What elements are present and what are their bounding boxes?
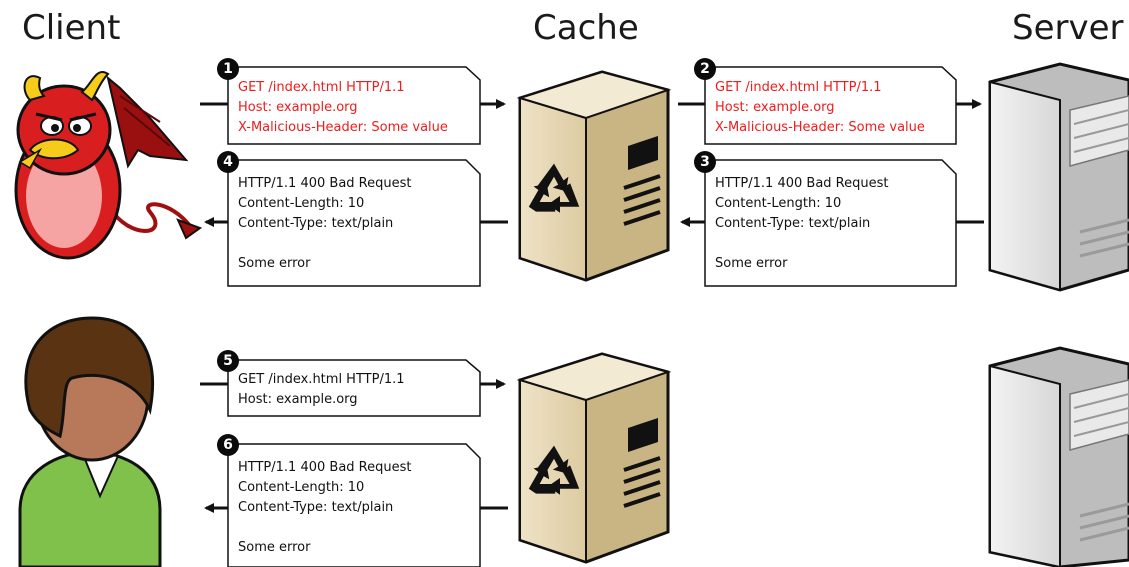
message-line: X-Malicious-Header: Some value	[238, 120, 448, 135]
message-line: GET /index.html HTTP/1.1	[715, 80, 882, 95]
message-line: GET /index.html HTTP/1.1	[238, 372, 405, 387]
server-heading: Server	[1012, 8, 1124, 48]
request-malicious-to-server: GET /index.html HTTP/1.1 Host: example.o…	[705, 68, 925, 138]
cache-server-icon	[516, 352, 672, 564]
message-line: Content-Type: text/plain	[238, 216, 394, 231]
cache-server-icon	[516, 70, 672, 282]
server-tower-icon	[988, 62, 1129, 292]
step-badge-4: 4	[217, 151, 239, 173]
message-box-6	[227, 443, 481, 567]
message-line: HTTP/1.1 400 Bad Request	[715, 176, 889, 191]
message-line: Content-Length: 10	[238, 480, 365, 495]
step-badge-1: 1	[217, 58, 239, 80]
request-malicious-to-cache: GET /index.html HTTP/1.1 Host: example.o…	[228, 68, 448, 138]
step-badge-5: 5	[217, 350, 239, 372]
server-tower-icon	[988, 346, 1129, 567]
step-badge-2: 2	[694, 58, 716, 80]
user-person-icon	[18, 316, 162, 567]
message-line: GET /index.html HTTP/1.1	[238, 80, 405, 95]
step-badge-6: 6	[217, 434, 239, 456]
message-line: Content-Length: 10	[715, 196, 842, 211]
response-error-to-cache: HTTP/1.1 400 Bad Request Content-Length:…	[705, 164, 888, 274]
message-line	[715, 234, 888, 254]
message-line	[238, 234, 411, 254]
message-line: HTTP/1.1 400 Bad Request	[238, 176, 412, 191]
cache-heading: Cache	[533, 8, 639, 48]
message-line: Host: example.org	[238, 392, 358, 407]
attacker-devil-icon	[14, 71, 203, 260]
message-line: Host: example.org	[238, 100, 358, 115]
message-box-4	[227, 159, 481, 287]
message-line: Some error	[238, 540, 311, 555]
message-box-3	[704, 159, 957, 287]
step-badge-3: 3	[694, 151, 716, 173]
message-line: Some error	[238, 256, 311, 271]
message-box-1	[227, 66, 481, 145]
message-line: Content-Type: text/plain	[715, 216, 871, 231]
response-error-to-attacker: HTTP/1.1 400 Bad Request Content-Length:…	[228, 164, 411, 274]
message-box-2	[704, 66, 957, 145]
message-line: Host: example.org	[715, 100, 835, 115]
client-heading: Client	[22, 8, 121, 48]
message-line	[238, 518, 411, 538]
message-line: Content-Length: 10	[238, 196, 365, 211]
message-line: Some error	[715, 256, 788, 271]
request-normal-to-cache: GET /index.html HTTP/1.1 Host: example.o…	[228, 360, 405, 410]
message-line: HTTP/1.1 400 Bad Request	[238, 460, 412, 475]
message-line: Content-Type: text/plain	[238, 500, 394, 515]
response-cached-error-to-user: HTTP/1.1 400 Bad Request Content-Length:…	[228, 448, 411, 558]
message-line: X-Malicious-Header: Some value	[715, 120, 925, 135]
message-box-5	[227, 359, 481, 417]
